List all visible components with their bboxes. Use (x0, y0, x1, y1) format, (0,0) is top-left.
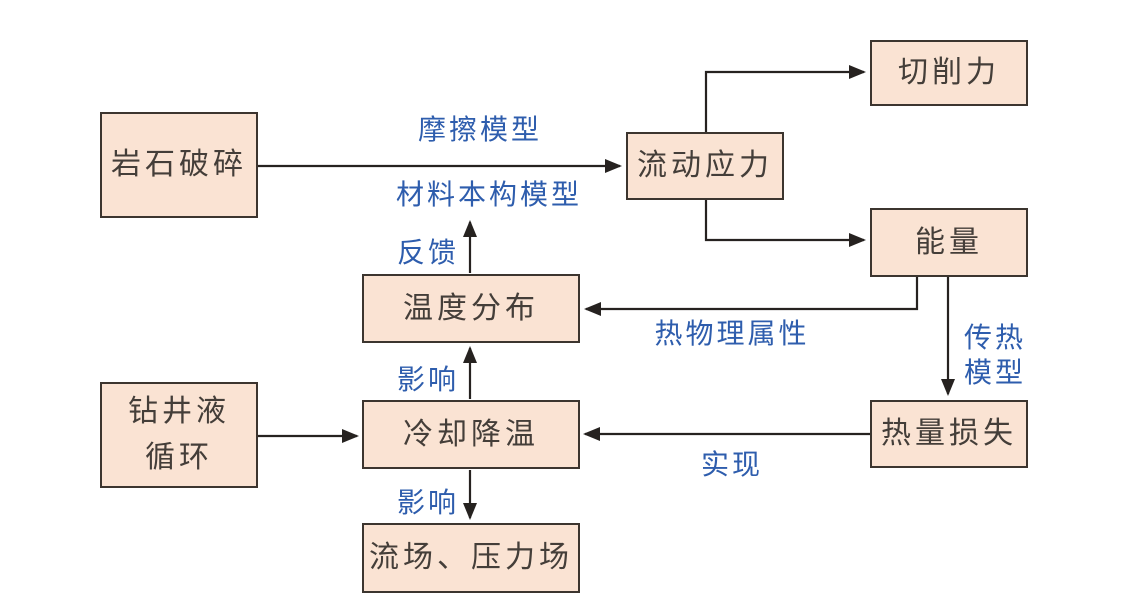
edge-label-heat-transfer-model-line-1: 传热 (963, 322, 1027, 353)
node-flow-stress: 流动应力 (626, 132, 784, 200)
arrow-flow-stress-to-cutting-force (704, 65, 866, 132)
node-drilling-fluid-circulation: 钻井液 循环 (100, 382, 258, 488)
node-drilling-fluid-line-1: 钻井液 (128, 394, 230, 428)
node-heat-loss: 热量损失 (870, 400, 1028, 468)
node-flow-stress-label: 流动应力 (637, 149, 773, 182)
node-flow-pressure-field-label: 流场、压力场 (369, 541, 573, 574)
edge-label-thermophysical-properties: 热物理属性 (654, 318, 810, 349)
node-energy: 能量 (870, 208, 1028, 277)
node-rock-breaking: 岩石破碎 (100, 112, 258, 218)
edge-label-material-constitutive-model: 材料本构模型 (395, 179, 583, 210)
node-cutting-force: 切削力 (870, 40, 1028, 106)
edge-label-heat-transfer-model-line-2: 模型 (963, 357, 1027, 388)
edge-label-friction-model: 摩擦模型 (417, 114, 543, 145)
edge-label-heat-transfer-model: 传热 模型 (964, 320, 1026, 390)
node-cooling: 冷却降温 (362, 400, 580, 469)
node-cooling-label: 冷却降温 (403, 417, 539, 451)
edge-label-feedback: 反馈 (396, 237, 460, 268)
node-rock-breaking-label: 岩石破碎 (111, 148, 247, 181)
arrow-flow-stress-to-energy (704, 200, 866, 247)
node-drilling-fluid-line-2: 循环 (145, 441, 213, 474)
arrow-energy-to-temperature-distribution (584, 277, 919, 316)
node-heat-loss-label: 热量损失 (881, 417, 1017, 450)
node-temperature-distribution-label: 温度分布 (403, 291, 539, 325)
node-energy-label: 能量 (915, 225, 983, 259)
edge-label-realization: 实现 (700, 449, 764, 480)
node-temperature-distribution: 温度分布 (362, 274, 580, 343)
edge-label-influence-lower: 影响 (396, 487, 460, 518)
node-flow-pressure-field: 流场、压力场 (362, 523, 580, 593)
edge-label-influence-upper: 影响 (396, 364, 460, 395)
node-cutting-force-label: 切削力 (898, 56, 1000, 89)
